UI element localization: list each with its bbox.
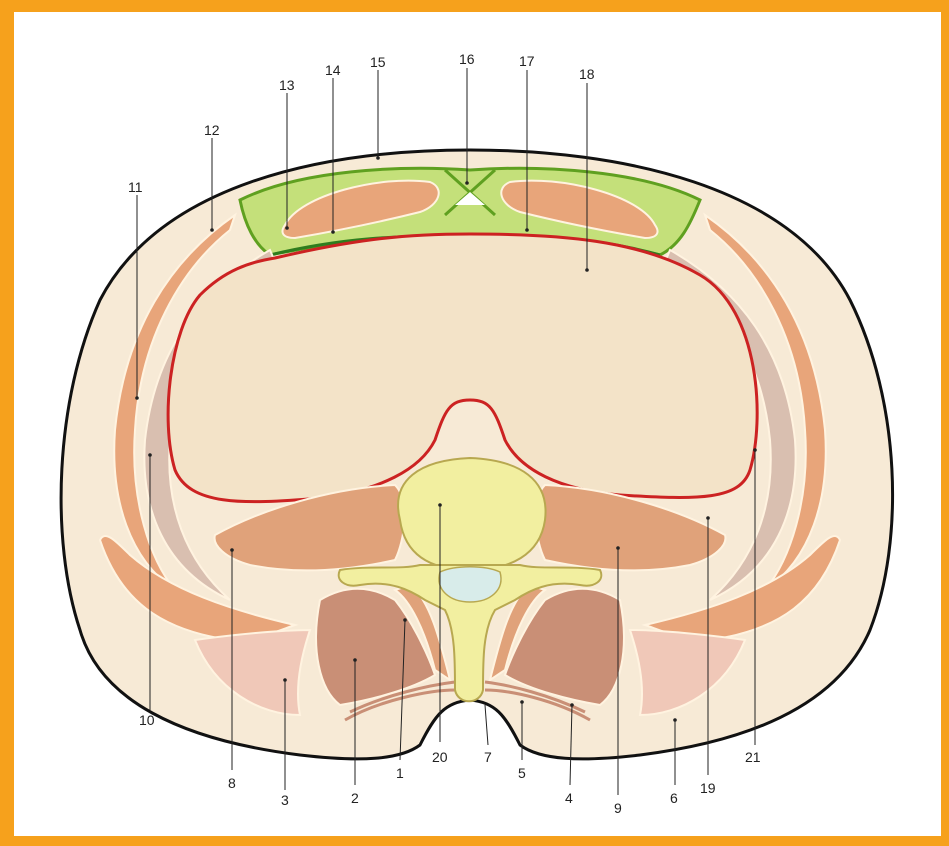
label-14: 14 (325, 62, 341, 78)
label-9: 9 (614, 800, 622, 816)
label-6: 6 (670, 790, 678, 806)
label-16: 16 (459, 51, 475, 67)
label-21: 21 (745, 749, 761, 765)
label-20: 20 (432, 749, 448, 765)
spinal-canal (439, 567, 501, 602)
label-1: 1 (396, 765, 404, 781)
vertebral-body (398, 458, 545, 570)
label-3: 3 (281, 792, 289, 808)
label-11: 11 (128, 179, 143, 195)
label-2: 2 (351, 790, 359, 806)
label-19: 19 (700, 780, 716, 796)
label-15: 15 (370, 54, 386, 70)
label-5: 5 (518, 765, 526, 781)
label-7: 7 (484, 749, 492, 765)
label-10: 10 (139, 712, 155, 728)
label-4: 4 (565, 790, 573, 806)
label-17: 17 (519, 53, 535, 69)
label-12: 12 (204, 122, 220, 138)
label-8: 8 (228, 775, 236, 791)
label-13: 13 (279, 77, 295, 93)
label-18: 18 (579, 66, 595, 82)
